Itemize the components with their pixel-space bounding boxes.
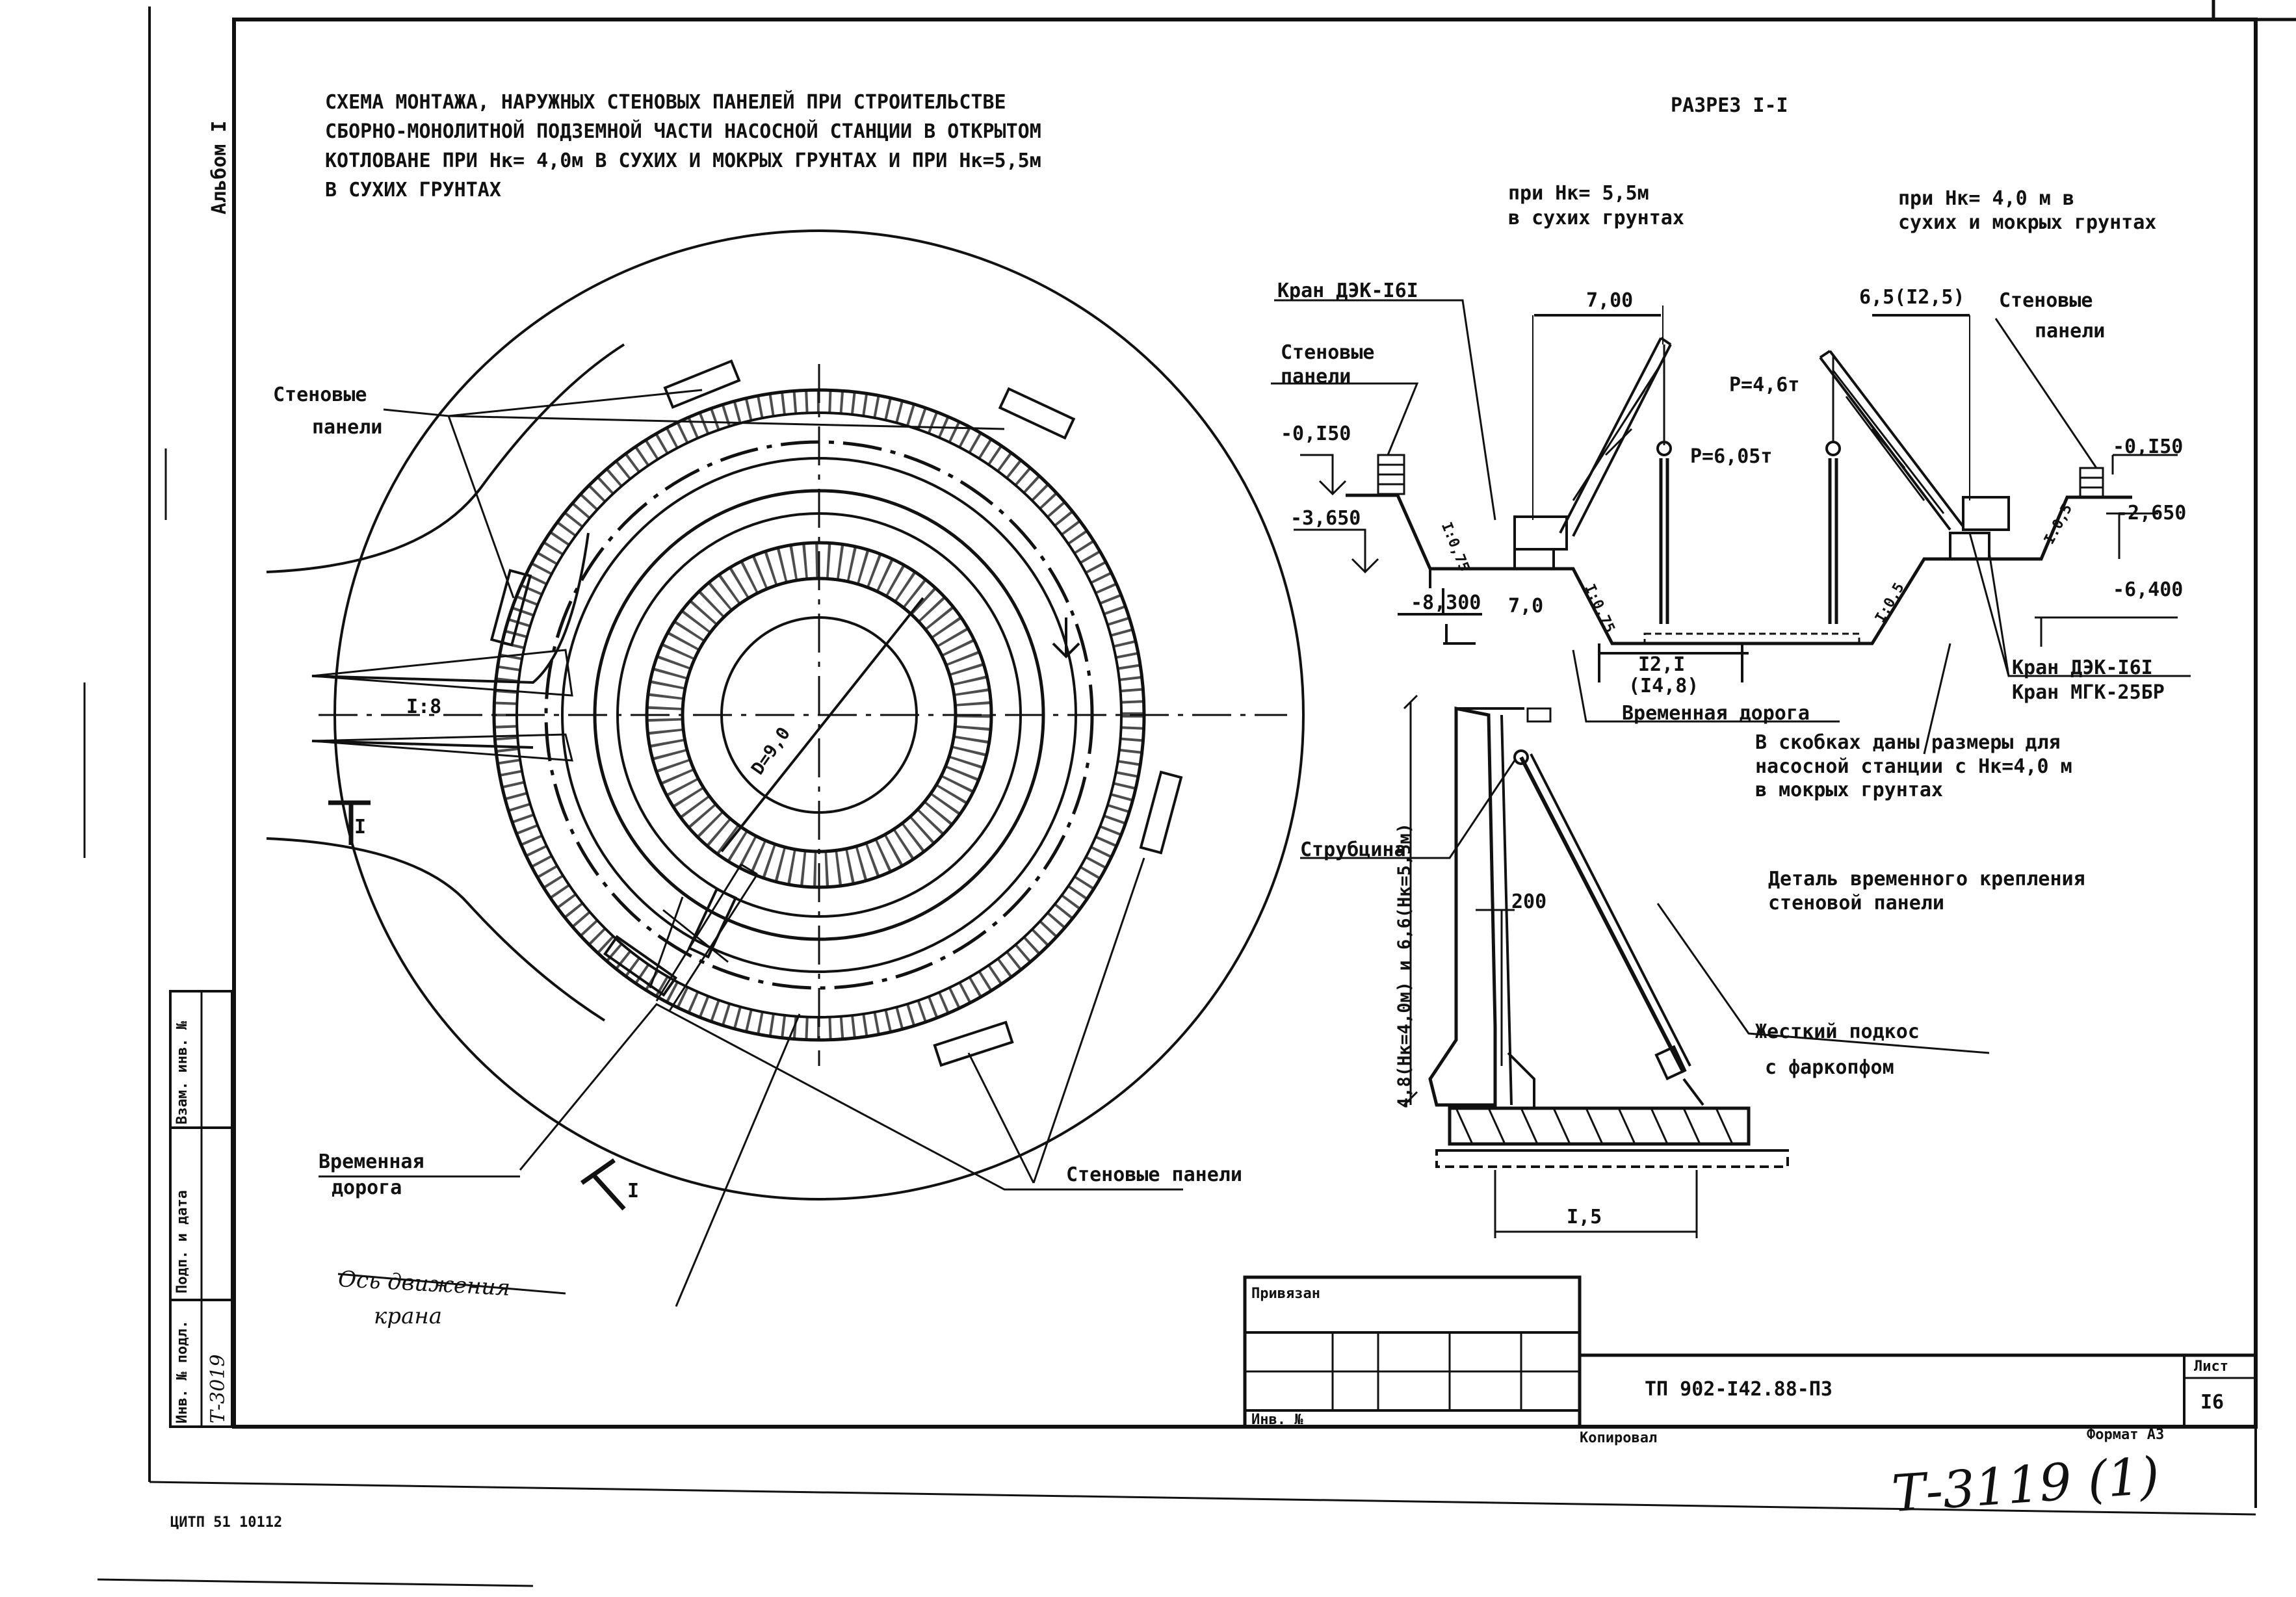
section-dim-65: 6,5(I2,5) (1859, 286, 1965, 309)
title-line-4: В СУХИХ ГРУНТАХ (325, 179, 501, 201)
section-el-m2650: -2,650 (2116, 502, 2187, 525)
section-note-right-2: сухих и мокрых грунтах (1898, 211, 2157, 234)
margin-col-2: Подп. и дата (174, 1190, 190, 1293)
detail-strut-1: Жесткий подкос (1755, 1020, 1920, 1043)
section-crane-left: Кран ДЭК-I6I (1277, 279, 1418, 302)
title-line-2: СБОРНО-МОНОЛИТНОЙ ПОДЗЕМНОЙ ЧАСТИ НАСОСН… (325, 120, 1041, 143)
section-panels-right-2: панели (2035, 320, 2106, 343)
plan-view (266, 229, 1305, 1307)
section-dim-700: 7,00 (1586, 289, 1634, 312)
plan-temp-road-2: дорога (332, 1176, 402, 1199)
section-note-left-2: в сухих грунтах (1508, 207, 1684, 229)
title-line-3: КОТЛОВАНЕ ПРИ Нк= 4,0м В СУХИХ И МОКРЫХ … (325, 149, 1041, 172)
plan-wall-panels-bottom: Стеновые панели (1066, 1163, 1242, 1186)
detail-title-2: стеновой панели (1768, 892, 1944, 915)
title-line-1: СХЕМА МОНТАЖА, НАРУЖНЫХ СТЕНОВЫХ ПАНЕЛЕЙ… (325, 91, 1006, 114)
section-panels-right-1: Стеновые (1999, 289, 2093, 312)
section-crane-right-1: Кран ДЭК-I6I (2012, 656, 2153, 679)
detail-dim-vertical: 4,8(Нк=4,0м) и 6,6(Нк=5,5м) (1394, 823, 1415, 1108)
section-panels-left-2: панели (1281, 365, 1351, 388)
stamp-copied: Копировал (1580, 1430, 1658, 1446)
section-temp-road: Временная дорога (1622, 702, 1810, 725)
margin-col-1-value: Т-3019 (207, 1354, 229, 1424)
plan-wall-panels-top: Стеновые (273, 383, 367, 406)
margin-col-1: Инв. № подл. (174, 1320, 190, 1423)
section-title: РАЗРЕЗ I-I (1671, 94, 1788, 117)
margin-col-3: Взам. инв. № (174, 1021, 190, 1124)
detail-clamp: Струбцина (1300, 838, 1406, 861)
stamp-approved: Привязан (1251, 1286, 1320, 1302)
section-dim-70: 7,0 (1508, 595, 1544, 617)
section-note-left-1: при Нк= 5,5м (1508, 182, 1649, 205)
section-note-1: В скобках даны размеры для (1755, 731, 2061, 754)
section-load-46: Р=4,6т (1729, 374, 1800, 396)
plan-wall-panels-top-2: панели (312, 416, 383, 439)
section-mark-left: I (354, 816, 367, 838)
section-crane-right-2: Кран МГК-25БР (2012, 681, 2165, 704)
section-note-3: в мокрых грунтах (1755, 779, 1943, 801)
margin-stamp (169, 990, 233, 1428)
detail-dim-15: I,5 (1567, 1206, 1602, 1228)
section-note-2: насосной станции с Нк=4,0 м (1755, 755, 2072, 778)
stamp-format: Формат А3 (2087, 1427, 2165, 1443)
stamp-sheet-no: I6 (2200, 1391, 2224, 1414)
detail-title-1: Деталь временного крепления (1768, 868, 2085, 890)
plan-crane-axis-2: крана (374, 1303, 443, 1329)
section-panels-left-1: Стеновые (1281, 341, 1375, 364)
detail-dim-200: 200 (1511, 890, 1547, 913)
section-el-m3650: -3,650 (1290, 507, 1361, 530)
section-el-m8300: -8,300 (1411, 591, 1481, 614)
stamp-sheet-label: Лист (2194, 1358, 2228, 1375)
footer-left: ЦИТП 51 10112 (170, 1514, 283, 1531)
plan-temp-road-1: Временная (319, 1150, 424, 1173)
section-mark-right: I (627, 1180, 640, 1202)
section-dim-121: I2,I (1638, 653, 1686, 676)
side-label: Альбом I (208, 120, 231, 215)
section-el-m0150-left: -0,I50 (1281, 422, 1351, 445)
section-dim-148: (I4,8) (1628, 675, 1699, 697)
plan-slope-label: I:8 (406, 695, 442, 718)
detail-view (1300, 694, 1990, 1238)
section-el-m0150-right: -0,I50 (2113, 435, 2184, 458)
section-view (1271, 299, 2191, 755)
stamp-code: ТП 902-I42.88-ПЗ (1645, 1378, 1833, 1401)
section-note-right-1: при Нк= 4,0 м в (1898, 187, 2074, 210)
detail-strut-2: с фаркопфом (1765, 1056, 1894, 1079)
stamp-inv-no: Инв. № (1251, 1412, 1303, 1428)
title-block (1243, 1275, 2258, 1429)
section-el-m6400: -6,400 (2113, 578, 2184, 601)
section-load-605: Р=6,05т (1690, 445, 1773, 468)
